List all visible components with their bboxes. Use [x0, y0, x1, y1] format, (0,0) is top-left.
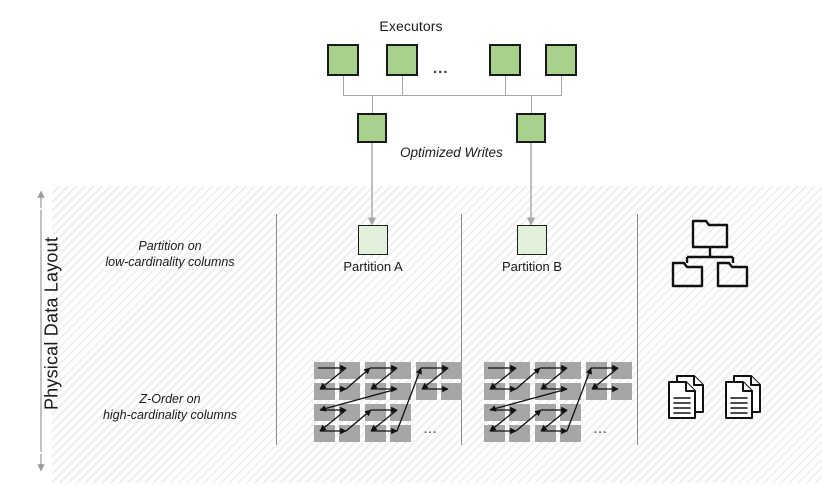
writer-node-2 [516, 113, 546, 143]
connector-executor-4-down [561, 76, 562, 95]
column-divider-2 [461, 214, 462, 445]
document-stack-icon-1 [666, 374, 710, 422]
partition-a-caption: Partition A [343, 259, 403, 274]
row-label-zorder-line2: high-cardinality columns [102, 408, 238, 422]
zorder-cell [586, 362, 607, 379]
zorder-cell [416, 362, 437, 379]
row-label-partition: Partition on low-cardinality columns [80, 238, 260, 270]
physical-data-layout-axis-label: Physical Data Layout [41, 236, 62, 411]
connector-executor-2-down [402, 76, 403, 95]
zorder-cell [416, 383, 437, 400]
row-label-zorder-line1: Z-Order on [139, 392, 201, 406]
folder-hierarchy-icon [670, 210, 750, 292]
zorder-path [318, 364, 449, 435]
zorder-cell [365, 362, 386, 379]
column-divider-1 [276, 214, 277, 445]
partition-b-box [517, 225, 547, 255]
zorder-grid-ellipsis: ... [424, 424, 438, 436]
partition-a-box [358, 225, 388, 255]
zorder-path [488, 364, 619, 435]
zorder-cell [365, 404, 386, 421]
zorder-cell [314, 425, 335, 442]
connector-executor-1-down [343, 76, 344, 95]
zorder-cell [484, 362, 505, 379]
zorder-cell [484, 425, 505, 442]
document-stack-icon-2 [723, 374, 767, 422]
zorder-grid-ellipsis: ... [594, 424, 608, 436]
zorder-cell [365, 425, 386, 442]
zorder-cell [484, 404, 505, 421]
zorder-cell [314, 404, 335, 421]
writer-node-1 [357, 113, 387, 143]
connector-bus-to-writer-2 [531, 95, 532, 113]
row-label-partition-line1: Partition on [138, 239, 202, 253]
optimized-writes-label: Optimized Writes [400, 145, 503, 160]
connector-bus [343, 95, 562, 96]
connector-bus-to-writer-1 [372, 95, 373, 113]
zorder-cell [314, 362, 335, 379]
zorder-cell [535, 362, 556, 379]
zorder-cell [484, 383, 505, 400]
zorder-cell [535, 404, 556, 421]
row-label-partition-line2: low-cardinality columns [105, 255, 235, 269]
connector-executor-3-down [505, 76, 506, 95]
row-label-zorder: Z-Order on high-cardinality columns [80, 391, 260, 423]
executor-node-2 [386, 44, 418, 76]
column-divider-3 [637, 214, 638, 445]
executor-node-1 [327, 44, 359, 76]
physical-data-layout-region [52, 186, 822, 483]
executor-node-3 [489, 44, 521, 76]
zorder-cell [586, 383, 607, 400]
partition-b-caption: Partition B [502, 259, 562, 274]
zorder-cell [314, 383, 335, 400]
zorder-cell [535, 425, 556, 442]
executors-ellipsis: ... [433, 60, 449, 77]
executor-node-4 [545, 44, 577, 76]
zorder-grid-partition-a: ... [314, 362, 462, 442]
zorder-grid-partition-b: ... [484, 362, 632, 442]
page-title: Executors [379, 18, 443, 34]
